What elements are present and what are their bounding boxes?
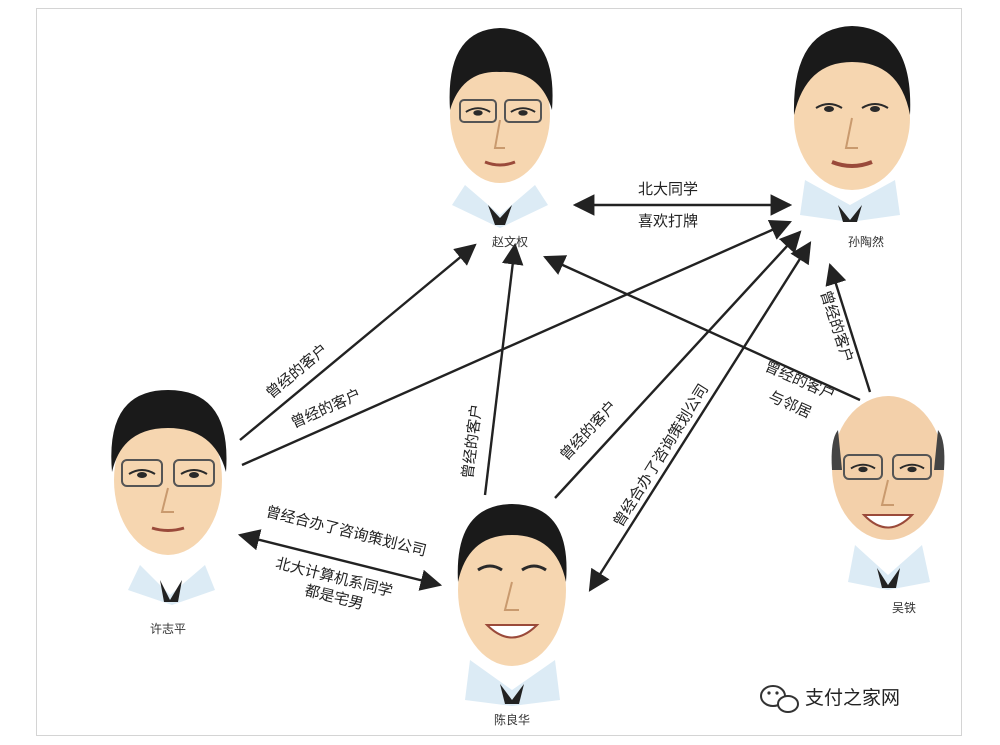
- portrait-zhao: [449, 28, 553, 228]
- arrow-xu-chen: [237, 529, 443, 591]
- watermark: 支付之家网: [760, 685, 900, 713]
- arrow-chen-sun-company: [588, 241, 812, 592]
- label-chen-zhao: 曾经的客户: [459, 403, 486, 480]
- arrow-xu-zhao: [239, 243, 477, 441]
- name-sun: 孙陶然: [848, 234, 884, 249]
- arrow-chen-zhao: [483, 242, 524, 496]
- arrow-xu-sun: [241, 220, 792, 467]
- name-xu: 许志平: [150, 622, 186, 636]
- label-zhao-sun-1: 北大同学: [638, 180, 698, 198]
- portrait-sun: [793, 26, 911, 222]
- label-zhao-sun-2: 喜欢打牌: [638, 212, 698, 230]
- label-chen-sun-client: 曾经的客户: [556, 397, 620, 464]
- label-xu-chen-1: 曾经合办了咨询策划公司: [264, 502, 428, 559]
- arrow-wu-sun: [825, 262, 872, 393]
- label-chen-sun-company: 曾经合办了咨询策划公司: [609, 381, 712, 530]
- portrait-wu: [831, 396, 945, 590]
- label-wu-sun: 曾经的客户: [817, 288, 857, 365]
- portrait-xu: [111, 390, 227, 605]
- portrait-chen: [457, 504, 567, 706]
- watermark-text: 支付之家网: [805, 687, 900, 709]
- arrow-wu-zhao: [543, 255, 861, 402]
- wechat-icon: [760, 685, 799, 713]
- name-wu: 吴铁: [892, 601, 916, 615]
- name-chen: 陈良华: [494, 712, 530, 727]
- name-zhao: 赵文权: [492, 234, 528, 249]
- arrows: [237, 194, 872, 592]
